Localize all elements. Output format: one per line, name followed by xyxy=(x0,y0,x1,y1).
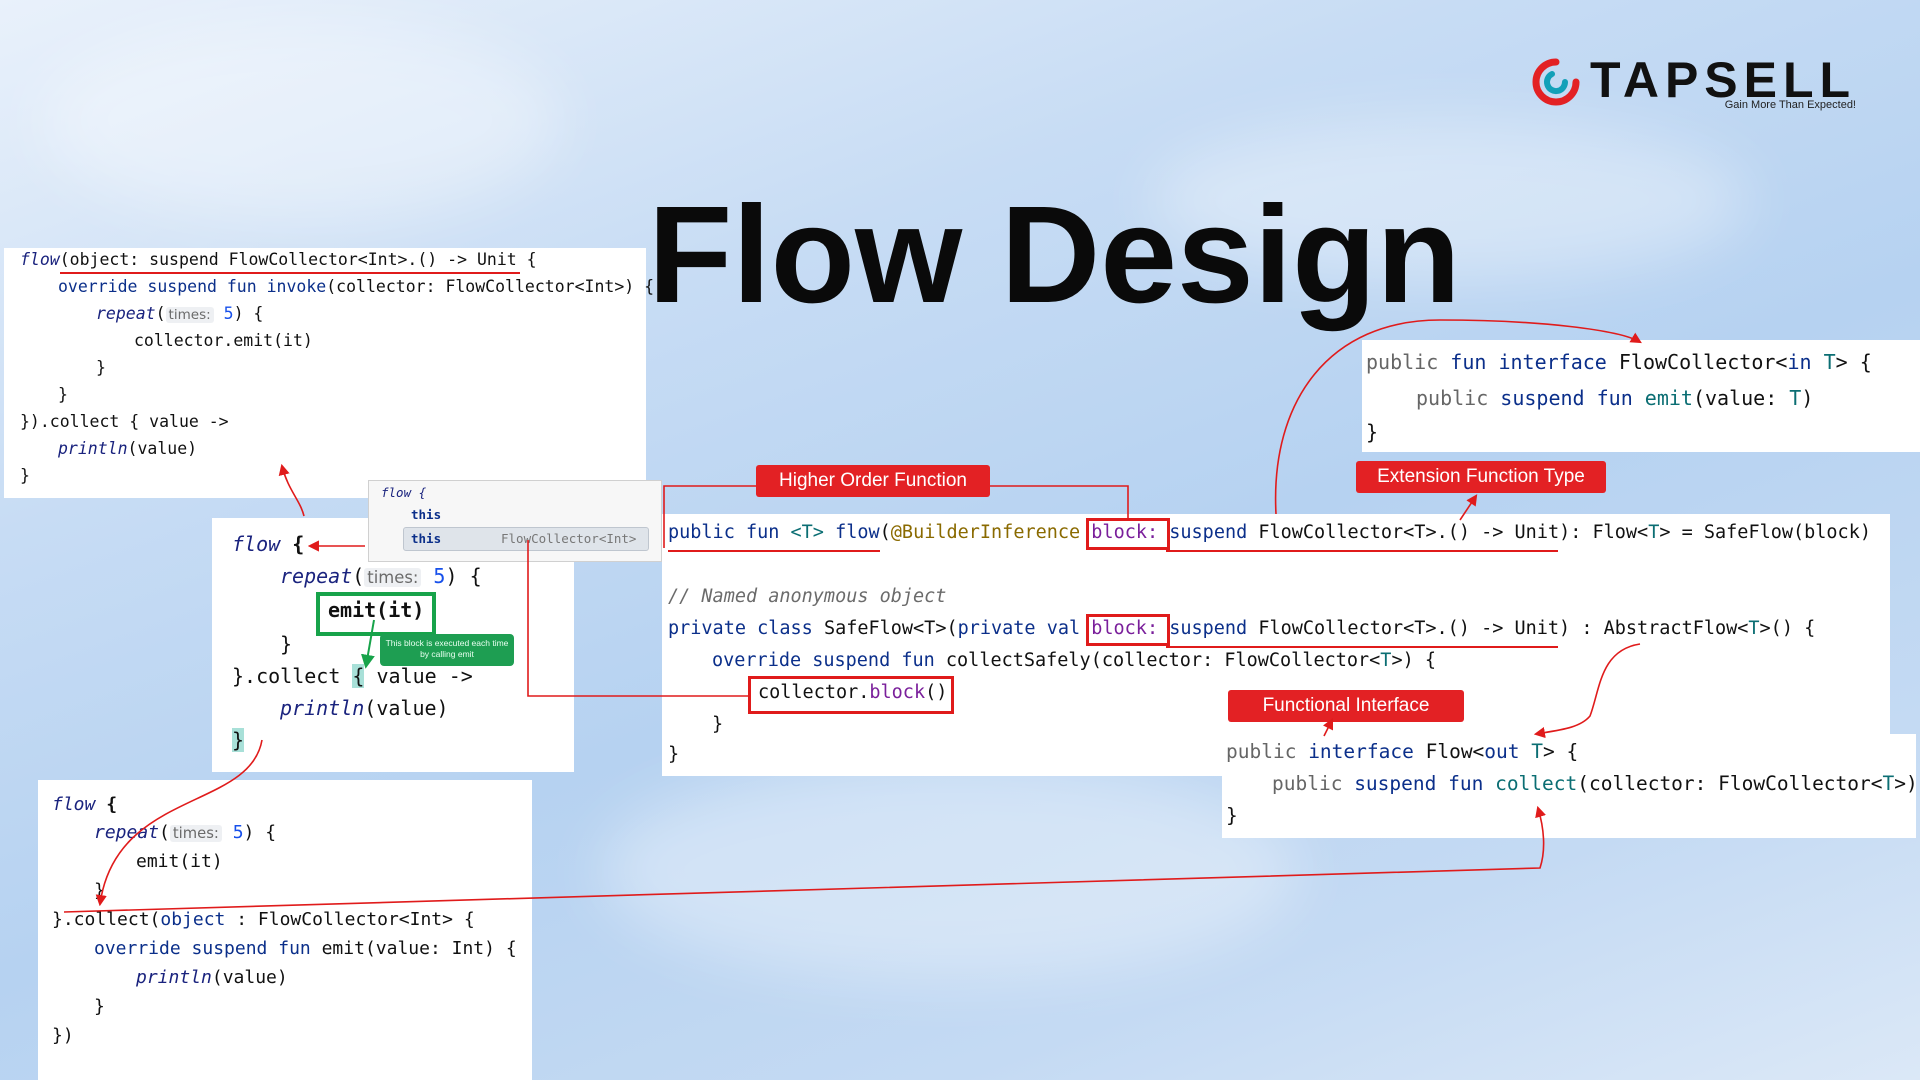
code-line: } xyxy=(94,880,105,901)
autocomplete-header: flow { xyxy=(381,485,427,500)
code-line: } xyxy=(1366,420,1379,444)
code-line: collector.emit(it) xyxy=(134,331,313,350)
slide-title: Flow Design xyxy=(648,178,1461,332)
logo-mark-icon xyxy=(1532,58,1580,106)
code-panel-flowcollector: public fun interface FlowCollector<in T>… xyxy=(1362,340,1920,452)
code-line: flow { xyxy=(52,794,118,815)
code-line: }) xyxy=(52,1025,74,1046)
background-cloud xyxy=(40,20,560,220)
code-line: } xyxy=(280,632,293,656)
code-line: repeat(times: 5) { xyxy=(280,564,482,588)
code-line: } xyxy=(94,996,105,1017)
code-line-safeflow-class: private class SafeFlow<T>(private val bl… xyxy=(668,618,1816,639)
arrow-collect-to-flow-interface xyxy=(63,805,1546,913)
arrow-higher-order xyxy=(663,485,756,548)
code-line: } xyxy=(232,728,245,752)
block-val-highlight xyxy=(1086,614,1170,646)
code-panel-flow-builder: flow { repeat(times: 5) { emit(it) } }.c… xyxy=(212,518,574,772)
code-line: } xyxy=(58,385,68,404)
code-line-block-call: collector.block() xyxy=(758,682,948,703)
code-line: flow(object: suspend FlowCollector<Int>.… xyxy=(20,250,537,269)
arrow-abstractflow-to-flow xyxy=(1533,643,1641,739)
code-line: flow { xyxy=(232,532,305,556)
code-line-emit: emit(it) xyxy=(328,598,425,622)
code-line: } xyxy=(712,714,724,735)
logo-tagline: Gain More Than Expected! xyxy=(1724,99,1856,111)
code-line: public interface Flow<out T> { xyxy=(1226,740,1579,763)
code-line: } xyxy=(20,466,30,485)
autocomplete-item-label: this xyxy=(411,531,442,546)
label-functional-interface: Functional Interface xyxy=(1228,690,1464,722)
code-line: repeat(times: 5) { xyxy=(94,822,277,843)
arrow-block-to-flowcollector xyxy=(1274,319,1642,515)
code-line: println(value) xyxy=(58,439,198,458)
red-underline xyxy=(1166,550,1558,552)
code-panel-collect-object: flow { repeat(times: 5) { emit(it) } }.c… xyxy=(38,780,532,1080)
code-line: } xyxy=(96,358,106,377)
label-extension-function-type: Extension Function Type xyxy=(1356,461,1606,493)
code-line: }.collect { value -> xyxy=(232,664,473,688)
code-panel-object-invoke: flow(object: suspend FlowCollector<Int>.… xyxy=(4,248,654,498)
autocomplete-item-type: FlowCollector<Int> xyxy=(501,531,637,546)
code-line: override suspend fun emit(value: Int) { xyxy=(94,938,517,959)
emit-note-badge: This block is executed each time by call… xyxy=(380,634,514,666)
arrow-collect-to-bottom xyxy=(95,739,263,907)
red-underline xyxy=(60,272,520,274)
arrow-emit-note xyxy=(361,619,375,669)
emit-highlight-box xyxy=(316,592,436,636)
code-line: println(value) xyxy=(136,967,288,988)
code-line: public suspend fun collect(collector: Fl… xyxy=(1272,772,1918,795)
background-cloud xyxy=(1150,120,1750,280)
tapsell-logo: TAPSELL Gain More Than Expected! xyxy=(1530,52,1870,114)
code-comment: // Named anonymous object xyxy=(668,586,947,607)
red-underline xyxy=(1166,646,1558,648)
autocomplete-popup: flow { this this FlowCollector<Int> xyxy=(368,480,662,562)
block-call-highlight xyxy=(748,676,954,714)
code-line: emit(it) xyxy=(136,851,223,872)
code-line: public suspend fun emit(value: T) xyxy=(1416,386,1814,410)
logo-wordmark: TAPSELL xyxy=(1590,52,1857,108)
arrow-this-to-block xyxy=(527,540,748,697)
autocomplete-item[interactable]: this xyxy=(411,507,442,522)
code-line: repeat(times: 5) { xyxy=(96,304,264,323)
code-line-flow-signature: public fun <T> flow(@BuilderInference bl… xyxy=(668,522,1871,543)
arrow-functional-interface xyxy=(1322,717,1334,737)
background-cloud xyxy=(600,760,1300,980)
code-line: }).collect { value -> xyxy=(20,412,229,431)
code-line: }.collect(object : FlowCollector<Int> { xyxy=(52,909,475,930)
code-panel-safeflow: public fun <T> flow(@BuilderInference bl… xyxy=(662,514,1890,776)
autocomplete-item-selected[interactable] xyxy=(403,527,649,551)
code-line: public fun interface FlowCollector<in T>… xyxy=(1366,350,1872,374)
code-line: println(value) xyxy=(280,696,449,720)
code-line: override suspend fun invoke(collector: F… xyxy=(58,277,655,296)
code-line: override suspend fun collectSafely(colle… xyxy=(712,650,1436,671)
label-higher-order-function: Higher Order Function xyxy=(756,465,990,497)
code-panel-flow-interface: public interface Flow<out T> { public su… xyxy=(1222,734,1918,838)
code-line: } xyxy=(1226,804,1238,827)
red-underline xyxy=(668,550,880,552)
code-line: } xyxy=(668,744,680,765)
arrow-extension-type xyxy=(1459,494,1478,521)
